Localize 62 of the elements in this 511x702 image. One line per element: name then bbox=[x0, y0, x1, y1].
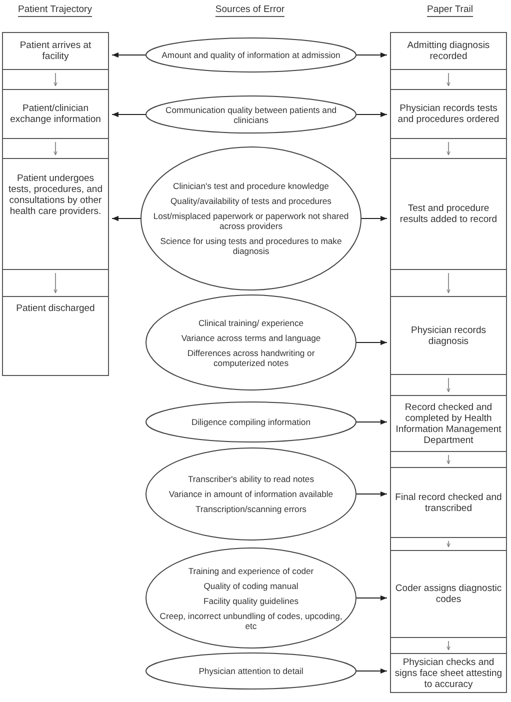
step-box bbox=[390, 550, 507, 638]
error-source-text: Lost/misplaced paperwork or paperwork not shared across providers bbox=[152, 211, 350, 231]
step-box bbox=[390, 89, 507, 139]
error-source-text: Quality/availability of tests and procedures bbox=[170, 196, 332, 206]
error-source-text: Transcription/scanning errors bbox=[196, 504, 306, 514]
step-text: Physician records tests and procedures ordered bbox=[396, 103, 500, 125]
error-source-text: Facility quality guidelines bbox=[203, 596, 299, 606]
arrow bbox=[446, 378, 450, 392]
arrow bbox=[54, 72, 58, 86]
arrow bbox=[112, 52, 146, 58]
arrow bbox=[446, 272, 450, 294]
arrow bbox=[356, 595, 387, 601]
step-text: Admitting diagnosis recorded bbox=[406, 40, 491, 62]
arrow bbox=[112, 112, 146, 118]
arrow bbox=[112, 216, 141, 222]
step-text: Patient undergoes tests, procedures, and consultations by other health care providers. bbox=[8, 173, 104, 217]
step-box bbox=[2, 158, 109, 270]
arrow bbox=[356, 112, 387, 118]
column-heading: Sources of Error bbox=[215, 4, 285, 17]
column-heading: Paper Trail bbox=[427, 4, 473, 17]
error-source-text: Creep, incorrect unbundling of codes, upcoding, etc bbox=[158, 610, 344, 630]
step-text: Record checked and completed by Health Information Management Department bbox=[394, 402, 502, 446]
error-source-text: Variance in amount of information available bbox=[168, 489, 334, 499]
step-text: Patient discharged bbox=[16, 303, 95, 314]
step-box bbox=[390, 467, 507, 538]
arrow bbox=[446, 454, 450, 464]
arrow bbox=[356, 340, 387, 346]
arrow bbox=[356, 419, 387, 425]
step-box bbox=[2, 89, 109, 139]
step-box bbox=[390, 296, 507, 375]
step-box bbox=[390, 158, 507, 270]
step-text: Physician records diagnosis bbox=[410, 324, 487, 346]
error-source-text: Clinical training/ experience bbox=[198, 318, 304, 328]
arrow bbox=[54, 142, 58, 156]
error-source-text: Variance across terms and language bbox=[181, 332, 321, 342]
arrow bbox=[356, 491, 387, 497]
error-source-text: Communication quality between patients and clinicians bbox=[164, 104, 338, 124]
error-source-text: Transcriber's ability to read notes bbox=[188, 474, 314, 484]
step-text: Patient/clinician exchange information bbox=[9, 103, 102, 125]
step-text: Physician checks and signs face sheet attesting to accuracy bbox=[394, 656, 503, 690]
error-source-text: Quality of coding manual bbox=[204, 580, 298, 590]
error-source-text: Training and experience of coder bbox=[188, 566, 314, 576]
error-source-text: Science for using tests and procedures to make diagnosis bbox=[159, 236, 343, 256]
arrow bbox=[54, 272, 58, 294]
arrow bbox=[361, 216, 387, 222]
arrow bbox=[446, 72, 450, 86]
arrow bbox=[356, 52, 387, 58]
error-source-text: Differences across handwriting or computerized notes bbox=[186, 348, 316, 368]
step-text: Coder assigns diagnostic codes bbox=[394, 583, 503, 605]
arrow bbox=[356, 668, 387, 674]
arrow bbox=[446, 540, 450, 548]
step-text: Test and procedure results added to record bbox=[398, 203, 498, 225]
arrow bbox=[446, 142, 450, 156]
error-source-text: Amount and quality of information at admission bbox=[162, 50, 340, 60]
error-source-text: Clinician's test and procedure knowledge bbox=[173, 181, 329, 191]
error-source-text: Diligence compiling information bbox=[192, 417, 310, 427]
error-source-text: Physician attention to detail bbox=[198, 666, 304, 676]
step-text: Patient arrives at facility bbox=[18, 40, 92, 62]
step-box bbox=[390, 395, 507, 452]
step-text: Final record checked and transcribed bbox=[394, 492, 503, 514]
arrow bbox=[446, 640, 450, 650]
column-heading: Patient Trajectory bbox=[18, 4, 92, 17]
